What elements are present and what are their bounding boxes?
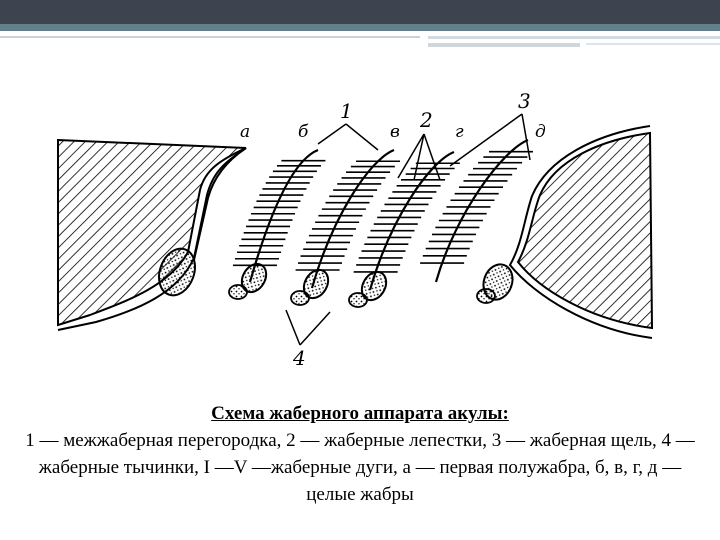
gill-septum-v	[310, 148, 395, 289]
decor-line	[0, 36, 420, 38]
gill-raker-g	[348, 292, 368, 308]
leader-4	[285, 309, 331, 346]
right-wall-outline	[508, 125, 653, 339]
decor-line	[586, 43, 720, 45]
slide-header-accent-strip	[0, 24, 720, 31]
caption-title: Схема жаберного аппарата акулы:	[211, 403, 509, 424]
label-g: г	[455, 122, 464, 142]
gill-arch-a-cartilage	[158, 247, 196, 297]
right-body-wall	[516, 131, 654, 330]
label-1: 1	[340, 99, 353, 123]
caption-body: 1 — межжаберная перегородка, 2 — жаберны…	[25, 430, 695, 505]
label-d: д	[535, 122, 546, 142]
label-b: б	[298, 122, 309, 142]
label-2: 2	[419, 108, 433, 132]
gill-septum-dd	[434, 138, 529, 283]
shark-gill-diagram: а б в г д 1 2 3 4	[57, 89, 654, 370]
gill-raker-b	[228, 284, 248, 300]
decor-line	[428, 43, 580, 47]
left-body-wall	[57, 138, 247, 327]
label-3: 3	[518, 89, 531, 113]
slide-header-bar	[0, 0, 720, 24]
label-v: в	[390, 122, 400, 142]
gills-group	[228, 138, 533, 308]
decor-line	[428, 36, 720, 39]
gill-septum-b	[248, 148, 319, 283]
gill-raker-v	[290, 290, 310, 306]
leader-2	[397, 133, 441, 181]
leader-3	[449, 113, 531, 167]
leader-1	[317, 123, 379, 151]
label-a: а	[240, 122, 250, 142]
label-4: 4	[292, 346, 306, 370]
gill-arch-a-septum	[193, 147, 247, 261]
gill-raker-d	[476, 288, 496, 304]
figure-caption: Схема жаберного аппарата акулы: 1 — межж…	[20, 400, 700, 508]
